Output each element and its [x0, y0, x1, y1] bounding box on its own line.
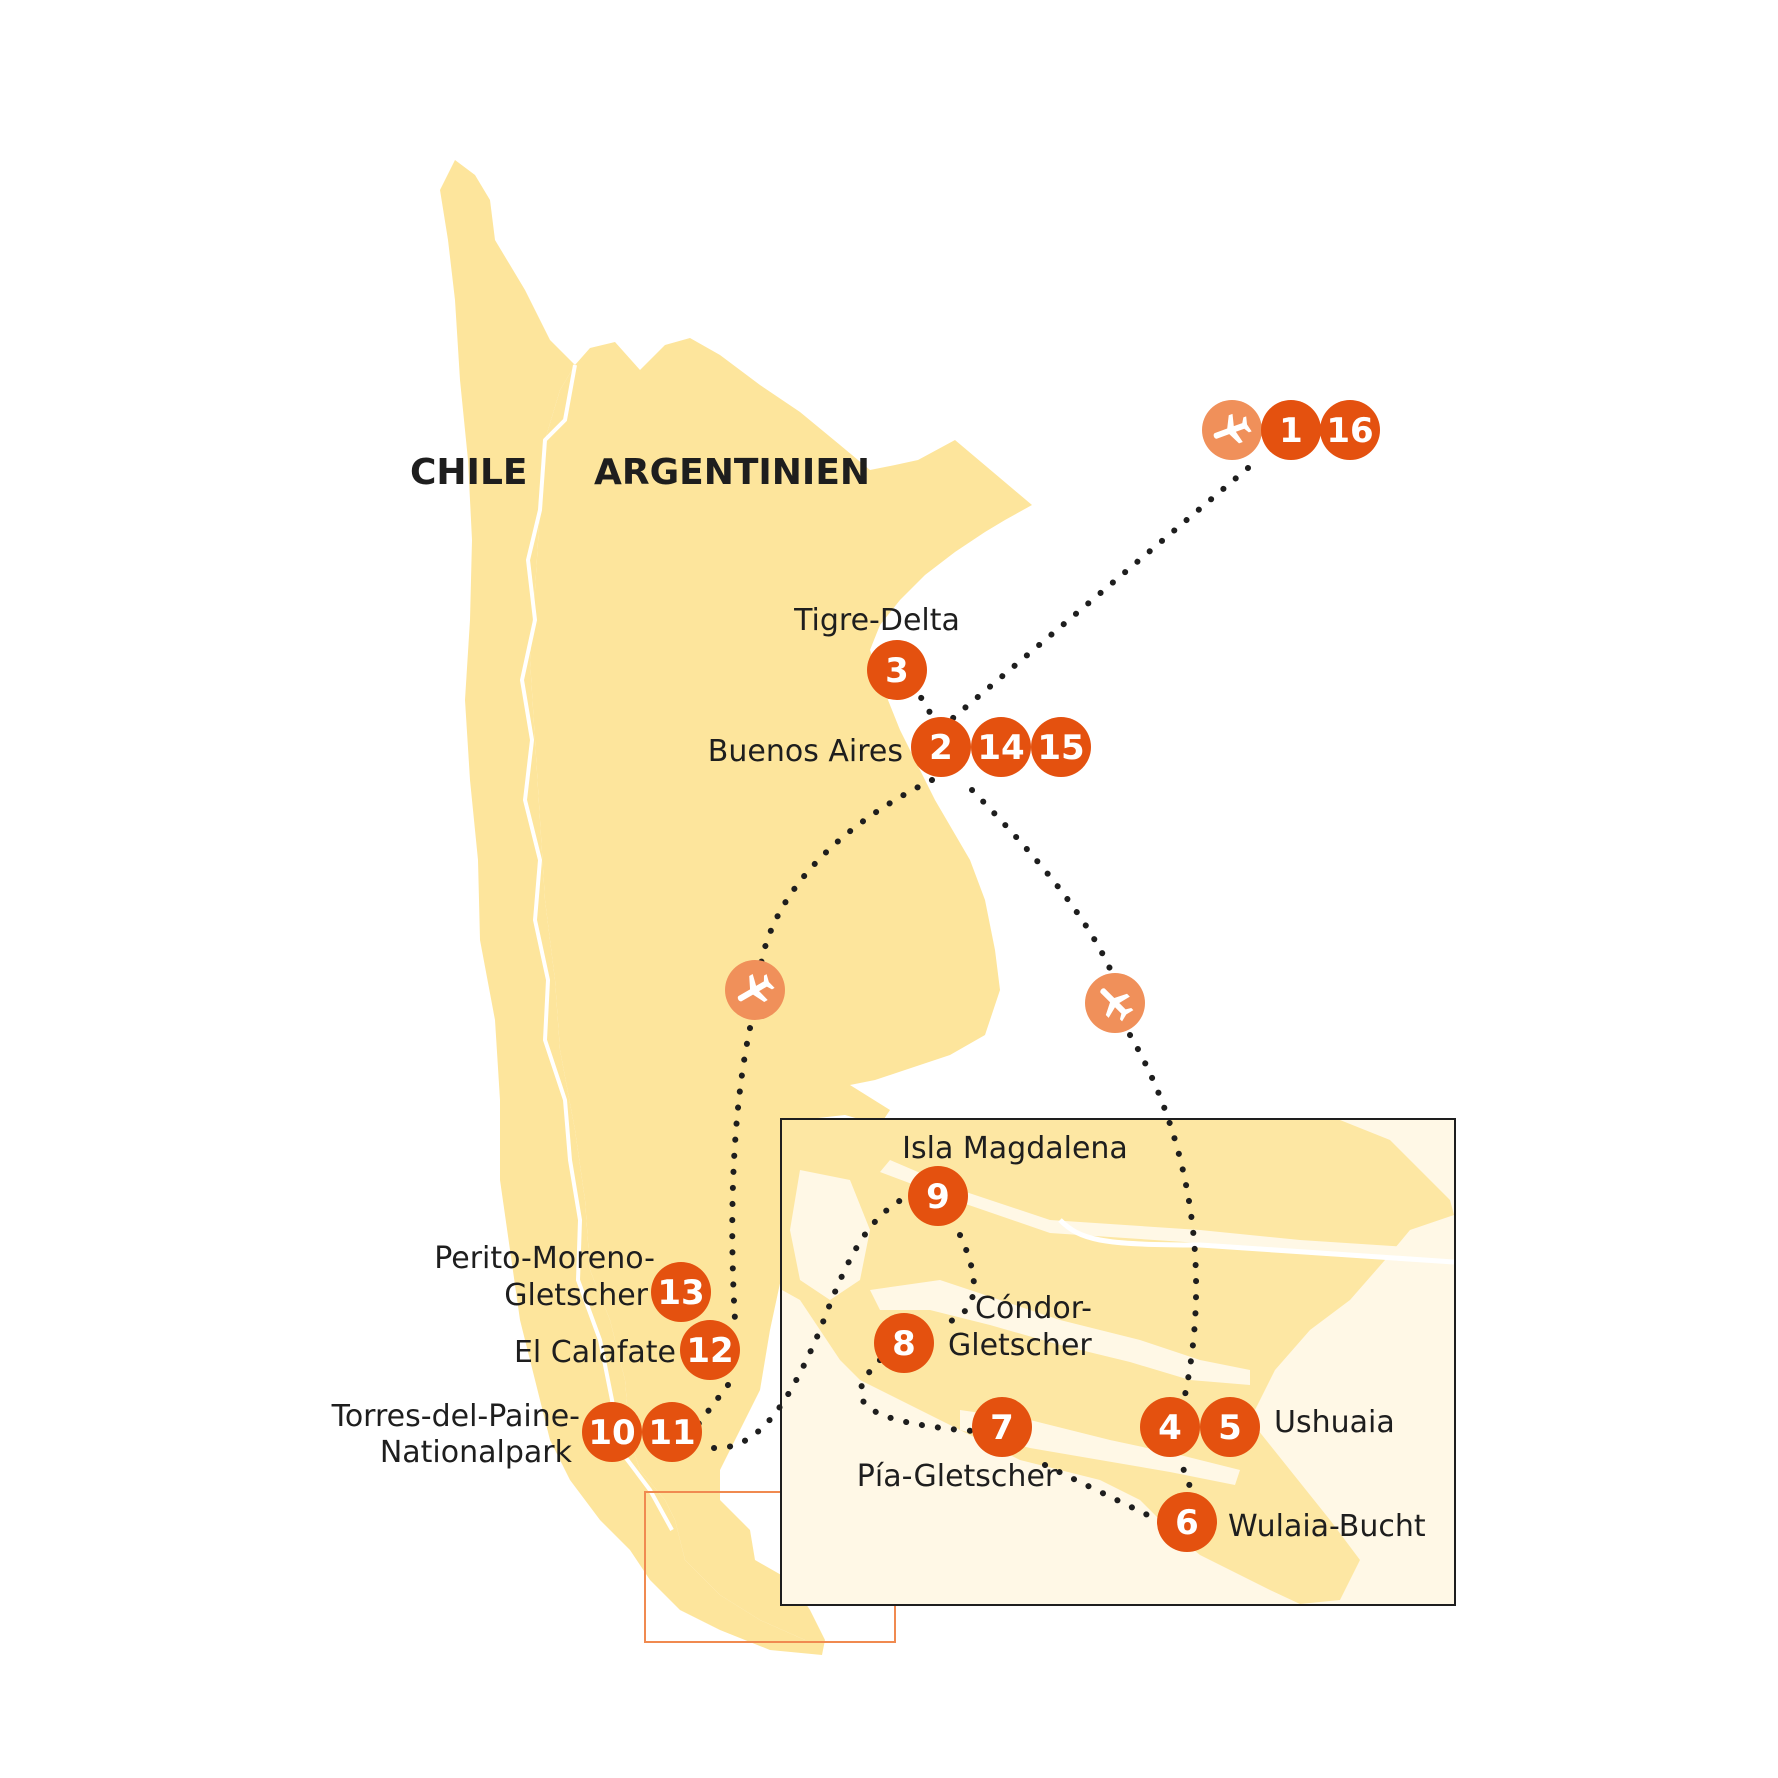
flight-marker-east	[1085, 973, 1145, 1033]
country-label-argentina: ARGENTINIEN	[594, 452, 870, 493]
label-ushuaia: Ushuaia	[1274, 1405, 1395, 1440]
stop-marker-2[interactable]: 2	[911, 717, 971, 777]
svg-text:7: 7	[990, 1408, 1014, 1448]
stop-marker-14[interactable]: 14	[971, 717, 1031, 777]
stop-marker-4[interactable]: 4	[1140, 1397, 1200, 1457]
stop-marker-13[interactable]: 13	[651, 1262, 711, 1322]
stop-marker-5[interactable]: 5	[1200, 1397, 1260, 1457]
label-el-calafate: El Calafate	[514, 1335, 676, 1370]
svg-text:3: 3	[885, 651, 909, 691]
svg-text:12: 12	[686, 1331, 733, 1371]
stop-marker-11[interactable]: 11	[642, 1402, 702, 1462]
label-isla-magdalena: Isla Magdalena	[902, 1131, 1128, 1166]
svg-text:10: 10	[588, 1413, 635, 1453]
route-europe-ba	[950, 465, 1251, 721]
route-calafate-torres	[687, 1382, 731, 1438]
route-ba-west	[757, 777, 935, 973]
label-pia-gletscher: Pía-Gletscher	[857, 1459, 1058, 1494]
label-wulaia-bucht: Wulaia-Bucht	[1228, 1509, 1426, 1544]
label-buenos-aires: Buenos Aires	[708, 734, 903, 769]
stop-marker-15[interactable]: 15	[1031, 717, 1091, 777]
svg-text:14: 14	[977, 728, 1024, 768]
route-pia-wulaia	[1042, 1462, 1165, 1525]
flight-marker-start	[1202, 400, 1262, 460]
label-perito-moreno-1: Perito-Moreno-	[434, 1241, 655, 1276]
stop-marker-10[interactable]: 10	[582, 1402, 642, 1462]
svg-text:2: 2	[929, 728, 953, 768]
label-torres-del-paine-2: Nationalpark	[380, 1435, 573, 1470]
route-magdalena-condor	[937, 1232, 977, 1328]
label-tigre-delta: Tigre-Delta	[793, 603, 960, 638]
stop-marker-3[interactable]: 3	[867, 640, 927, 700]
flight-marker-west	[725, 960, 785, 1020]
route-condor-pia	[857, 1357, 1013, 1443]
country-label-chile: CHILE	[410, 452, 527, 493]
stop-marker-9[interactable]: 9	[908, 1166, 968, 1226]
svg-text:8: 8	[892, 1324, 916, 1364]
svg-text:5: 5	[1218, 1408, 1242, 1448]
route-tigre-ba	[910, 681, 948, 741]
border-line	[520, 364, 674, 1531]
route-west-calafate	[729, 1025, 753, 1323]
svg-text:4: 4	[1158, 1408, 1182, 1448]
label-torres-del-paine-1: Torres-del-Paine-	[331, 1399, 580, 1434]
stop-marker-1[interactable]: 1	[1261, 400, 1321, 460]
svg-text:6: 6	[1175, 1503, 1199, 1543]
label-condor-1: Cóndor-	[975, 1291, 1092, 1326]
svg-text:9: 9	[926, 1177, 950, 1217]
label-perito-moreno-2: Gletscher	[504, 1278, 648, 1313]
label-condor-2: Gletscher	[948, 1328, 1092, 1363]
svg-text:15: 15	[1037, 728, 1084, 768]
svg-text:16: 16	[1326, 411, 1373, 451]
stop-marker-12[interactable]: 12	[680, 1320, 740, 1380]
stop-marker-8[interactable]: 8	[874, 1313, 934, 1373]
svg-text:13: 13	[657, 1273, 704, 1313]
stop-marker-16[interactable]: 16	[1320, 400, 1380, 460]
svg-text:11: 11	[648, 1413, 695, 1453]
svg-text:1: 1	[1279, 411, 1303, 451]
stop-marker-6[interactable]: 6	[1157, 1492, 1217, 1552]
stop-marker-7[interactable]: 7	[972, 1397, 1032, 1457]
